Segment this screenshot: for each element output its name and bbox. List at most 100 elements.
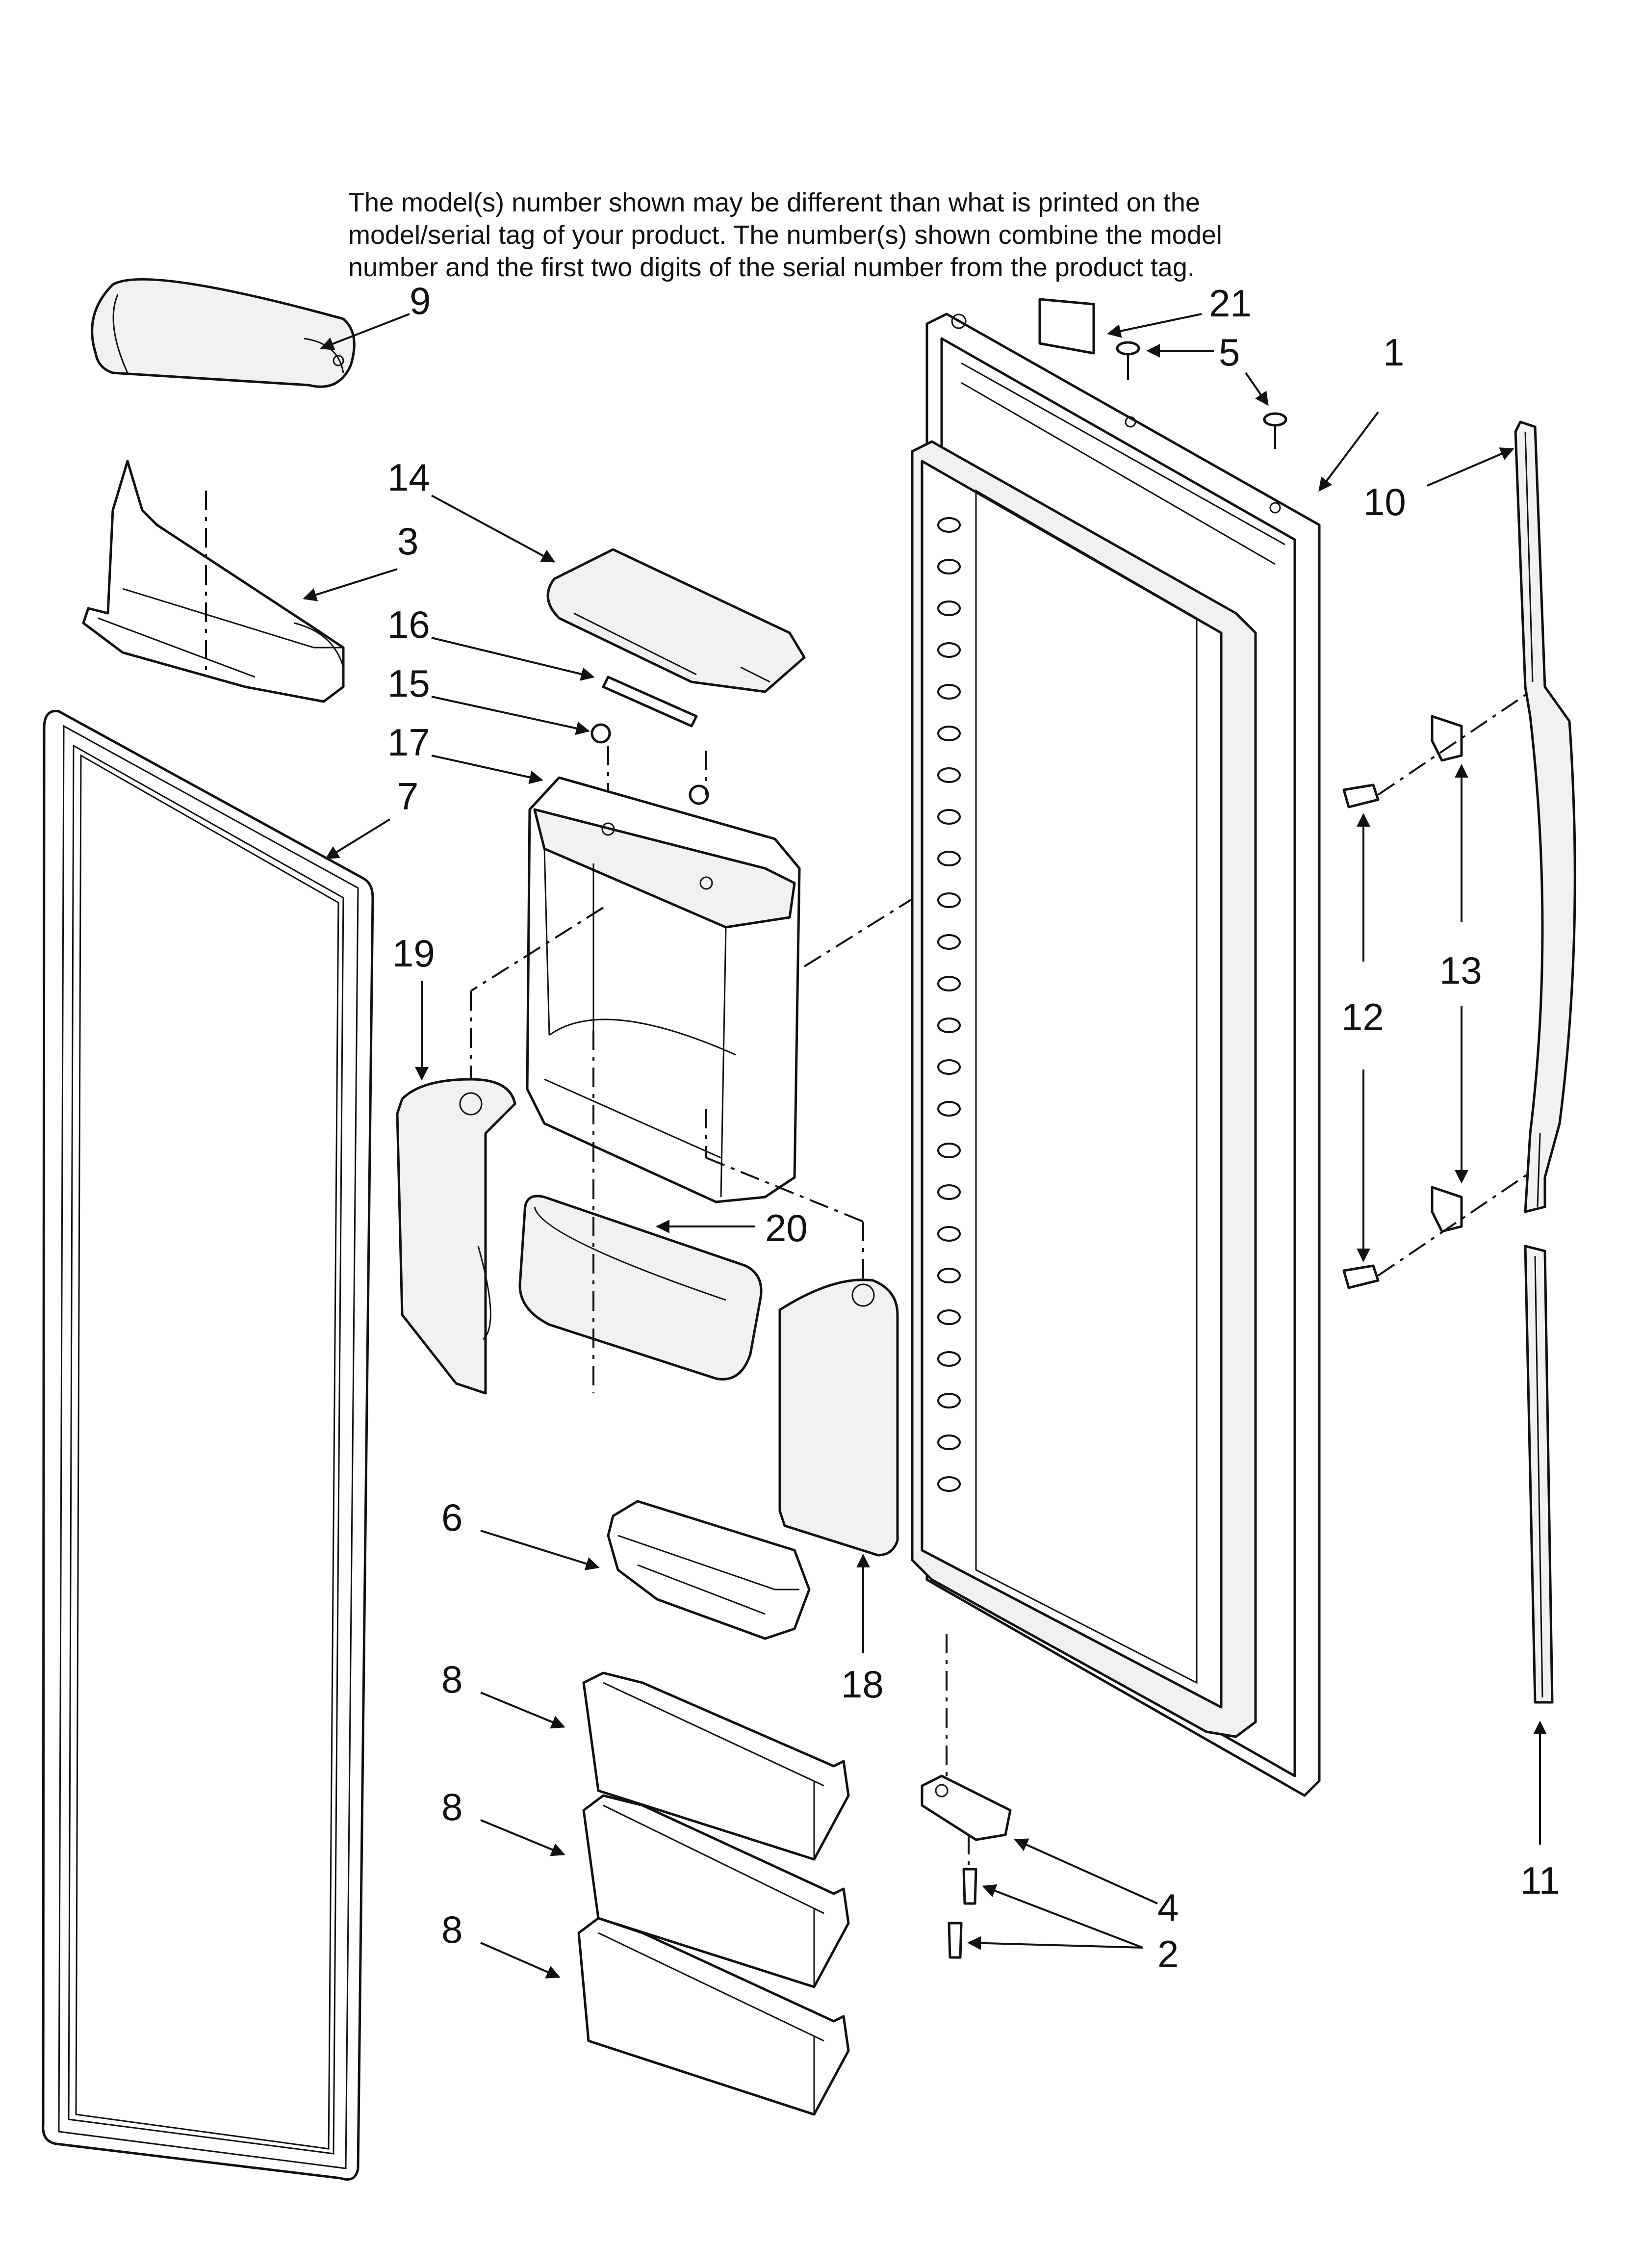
part-3-dairy-bin bbox=[82, 460, 345, 703]
part-4-hinge-bracket bbox=[921, 1774, 1012, 1841]
callout-20: 20 bbox=[765, 1206, 808, 1250]
shelf-stud bbox=[937, 684, 961, 700]
note-line-2: model/serial tag of your product. The nu… bbox=[348, 220, 1222, 250]
shelf-stud bbox=[937, 517, 961, 533]
shelf-stud bbox=[937, 726, 961, 741]
part-11-trim-strip bbox=[1524, 1245, 1554, 1704]
shelf-stud bbox=[937, 1017, 961, 1033]
part-1-door-assembly bbox=[911, 313, 1321, 1797]
shelf-stud bbox=[937, 1101, 961, 1117]
callout-5: 5 bbox=[1219, 331, 1240, 374]
leader-14 bbox=[431, 495, 556, 563]
callout-12: 12 bbox=[1341, 995, 1384, 1039]
part-5-hole-plugs bbox=[1116, 341, 1287, 449]
callout-6: 6 bbox=[441, 1496, 462, 1539]
alignment-line-17-19 bbox=[470, 907, 604, 992]
part-8-door-bin-2 bbox=[582, 1794, 850, 1988]
leader-1 bbox=[1318, 411, 1379, 492]
shelf-stud bbox=[937, 892, 961, 908]
shelf-stud bbox=[937, 1184, 961, 1200]
part-16-link-bar bbox=[602, 676, 698, 728]
callout-8-first: 8 bbox=[441, 1658, 462, 1701]
shelf-stud bbox=[937, 1226, 961, 1242]
callout-21: 21 bbox=[1209, 282, 1252, 325]
callout-4: 4 bbox=[1157, 1886, 1179, 1929]
part-17-dispenser-housing bbox=[526, 776, 801, 1203]
callout-14: 14 bbox=[387, 456, 430, 499]
leader-7 bbox=[325, 818, 391, 860]
part-7-door-gasket bbox=[42, 709, 374, 2181]
callout-18: 18 bbox=[841, 1663, 884, 1706]
model-number-note: The model(s) number shown may be differe… bbox=[348, 186, 1329, 284]
leader-6 bbox=[480, 1530, 600, 1570]
callout-3: 3 bbox=[397, 520, 418, 563]
leader-8a bbox=[480, 1692, 565, 1729]
part-14-dispenser-lid bbox=[546, 548, 806, 693]
leader-2a bbox=[982, 1884, 1143, 1949]
note-line-1: The model(s) number shown may be differe… bbox=[348, 188, 1200, 217]
shelf-stud bbox=[937, 1143, 961, 1158]
door-shelf-stud-row bbox=[937, 517, 961, 1492]
callout-15: 15 bbox=[387, 662, 430, 705]
callout-1: 1 bbox=[1383, 331, 1404, 374]
leader-4 bbox=[1014, 1838, 1158, 1904]
leader-17 bbox=[431, 755, 543, 784]
callout-2: 2 bbox=[1157, 1932, 1179, 1976]
part-8-door-bin-3 bbox=[577, 1917, 850, 2116]
callout-13: 13 bbox=[1439, 949, 1482, 992]
part-2-screws bbox=[948, 1868, 977, 1959]
leader-3 bbox=[303, 568, 398, 601]
callout-8-third: 8 bbox=[441, 1908, 462, 1951]
callout-9: 9 bbox=[410, 279, 431, 322]
shelf-stud bbox=[937, 1059, 961, 1075]
callout-7: 7 bbox=[397, 775, 418, 818]
part-18-right-side-panel bbox=[778, 1278, 899, 1557]
shelf-stud bbox=[937, 934, 961, 950]
leader-2b bbox=[967, 1936, 1143, 1950]
callout-labels: 9 3 7 14 16 15 17 19 20 6 18 8 8 8 21 5 … bbox=[387, 279, 1560, 1976]
shelf-stud bbox=[937, 1309, 961, 1325]
part-15-pivots bbox=[590, 723, 709, 805]
shelf-stud bbox=[937, 1268, 961, 1283]
note-line-3: number and the first two digits of the s… bbox=[348, 253, 1195, 282]
leader-8b bbox=[480, 1819, 565, 1856]
part-9-dairy-cover bbox=[91, 278, 356, 388]
callout-17: 17 bbox=[387, 721, 430, 764]
leader-lines bbox=[303, 313, 1547, 1979]
part-8-door-bin-1 bbox=[582, 1671, 850, 1861]
alignment-line-12-top bbox=[1377, 691, 1531, 796]
callout-16: 16 bbox=[387, 603, 430, 646]
callout-19: 19 bbox=[392, 932, 435, 975]
leader-15 bbox=[431, 696, 590, 735]
shelf-stud bbox=[937, 1476, 961, 1492]
callout-8-second: 8 bbox=[441, 1785, 462, 1828]
shelf-stud bbox=[937, 851, 961, 866]
part-10-door-handle bbox=[1514, 420, 1576, 1213]
leader-8c bbox=[480, 1942, 561, 1979]
shelf-stud bbox=[937, 559, 961, 574]
part-21-label bbox=[1038, 298, 1095, 355]
part-20-bin bbox=[518, 1195, 763, 1381]
alignment-line-17-18b bbox=[706, 1157, 864, 1223]
part-13-handle-clips bbox=[1431, 715, 1463, 1233]
shelf-stud bbox=[937, 1393, 961, 1408]
leader-16 bbox=[431, 637, 595, 681]
leader-21 bbox=[1107, 313, 1202, 338]
shelf-stud bbox=[937, 1434, 961, 1450]
leader-10 bbox=[1427, 447, 1514, 487]
shelf-stud bbox=[937, 600, 961, 616]
leader-9 bbox=[320, 313, 410, 350]
shelf-stud bbox=[937, 976, 961, 991]
part-19-left-side-panel bbox=[396, 1078, 516, 1395]
shelf-stud bbox=[937, 642, 961, 658]
callout-10: 10 bbox=[1363, 480, 1406, 523]
leader-5b bbox=[1245, 372, 1269, 406]
shelf-stud bbox=[937, 767, 961, 783]
shelf-stud bbox=[937, 1351, 961, 1367]
part-12-screws bbox=[1342, 783, 1380, 1289]
shelf-stud bbox=[937, 809, 961, 825]
callout-11: 11 bbox=[1520, 1859, 1560, 1902]
part-6-small-bin bbox=[607, 1500, 811, 1640]
alignment-line-12-bottom bbox=[1377, 1172, 1531, 1277]
